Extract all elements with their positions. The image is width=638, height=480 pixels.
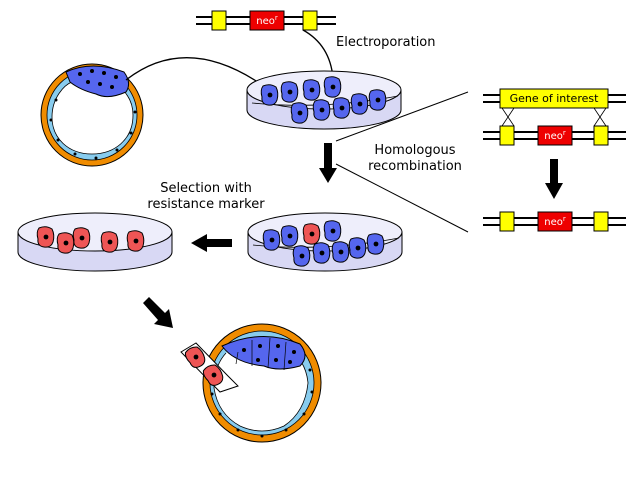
zoom-line-bottom: [335, 163, 469, 233]
transfer-arrow: [125, 57, 274, 94]
svg-text:neor: neor: [256, 14, 278, 27]
selection-label-line1: Selection with: [160, 181, 252, 196]
homologous-label-line2: recombination: [368, 159, 462, 174]
neo-label: neo: [544, 131, 563, 142]
gene-of-interest-box: [499, 88, 609, 109]
zoom-line-top: [335, 91, 469, 142]
left-arrow-selection: [191, 234, 232, 252]
homologous-label-line1: Homologous: [374, 143, 455, 158]
homology-arm-right: [302, 10, 318, 31]
down-arrow-recombination: [319, 143, 337, 183]
dish-recombined: [247, 212, 403, 272]
neo-superscript: r: [563, 129, 566, 137]
diagonal-arrow-injection: [143, 297, 173, 328]
gene-of-interest-label: Gene of interest: [510, 92, 600, 105]
neo-label: neo: [256, 16, 275, 27]
injection-pipette: [180, 342, 239, 393]
svg-text:neor: neor: [544, 215, 566, 228]
neo-label: neo: [544, 217, 563, 228]
recombination-detail: Gene of interest neor neor: [483, 88, 626, 232]
neo-cassette: [249, 10, 285, 31]
dish-electroporated: [246, 70, 402, 130]
electroporation-label: Electroporation: [336, 35, 436, 50]
svg-text:neor: neor: [544, 129, 566, 142]
neo-superscript: r: [563, 215, 566, 223]
selection-label-line2: resistance marker: [147, 197, 265, 212]
blastocyst-injected: [202, 323, 322, 443]
neo-superscript: r: [275, 14, 278, 22]
homology-arm-left: [211, 10, 227, 31]
down-arrow-result: [545, 159, 563, 199]
blastocyst-source: [40, 63, 144, 167]
dish-selected: [17, 212, 173, 272]
targeting-construct: neor: [196, 10, 336, 31]
